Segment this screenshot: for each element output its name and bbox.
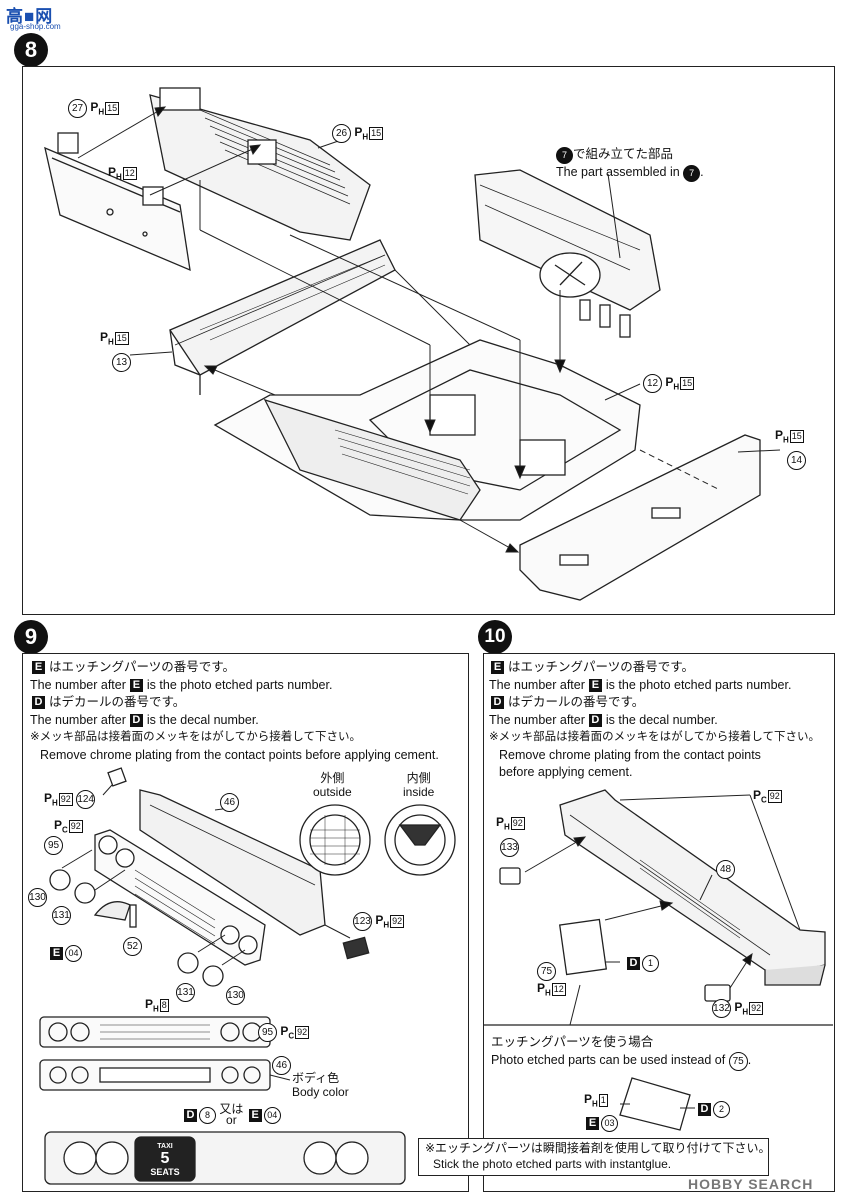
part-label-46b: 46	[272, 1056, 291, 1075]
part-label-46: 46	[220, 793, 239, 812]
watermark-url: gga-shop.com	[10, 22, 61, 31]
step-9-number: 9	[14, 620, 48, 654]
instant-glue-note: ※エッチングパーツは瞬間接着剤を使用して取り付けて下さい。Stick the p…	[418, 1138, 769, 1176]
watermark-logo: 高■网	[6, 7, 54, 26]
part-label-130a: 130	[28, 888, 47, 907]
part-label-131a: 131	[52, 906, 71, 925]
hobbysearch-watermark: HOBBY SEARCH	[688, 1176, 814, 1192]
part-label-130b: 130	[226, 986, 245, 1005]
part-label-95: 95	[44, 836, 63, 855]
part-label-48: 48	[716, 860, 735, 879]
part-label-52: 52	[123, 937, 142, 956]
part-label-131b: 131	[176, 983, 195, 1002]
step-10-number: 10	[478, 620, 512, 654]
step-8-number: 8	[14, 33, 48, 67]
